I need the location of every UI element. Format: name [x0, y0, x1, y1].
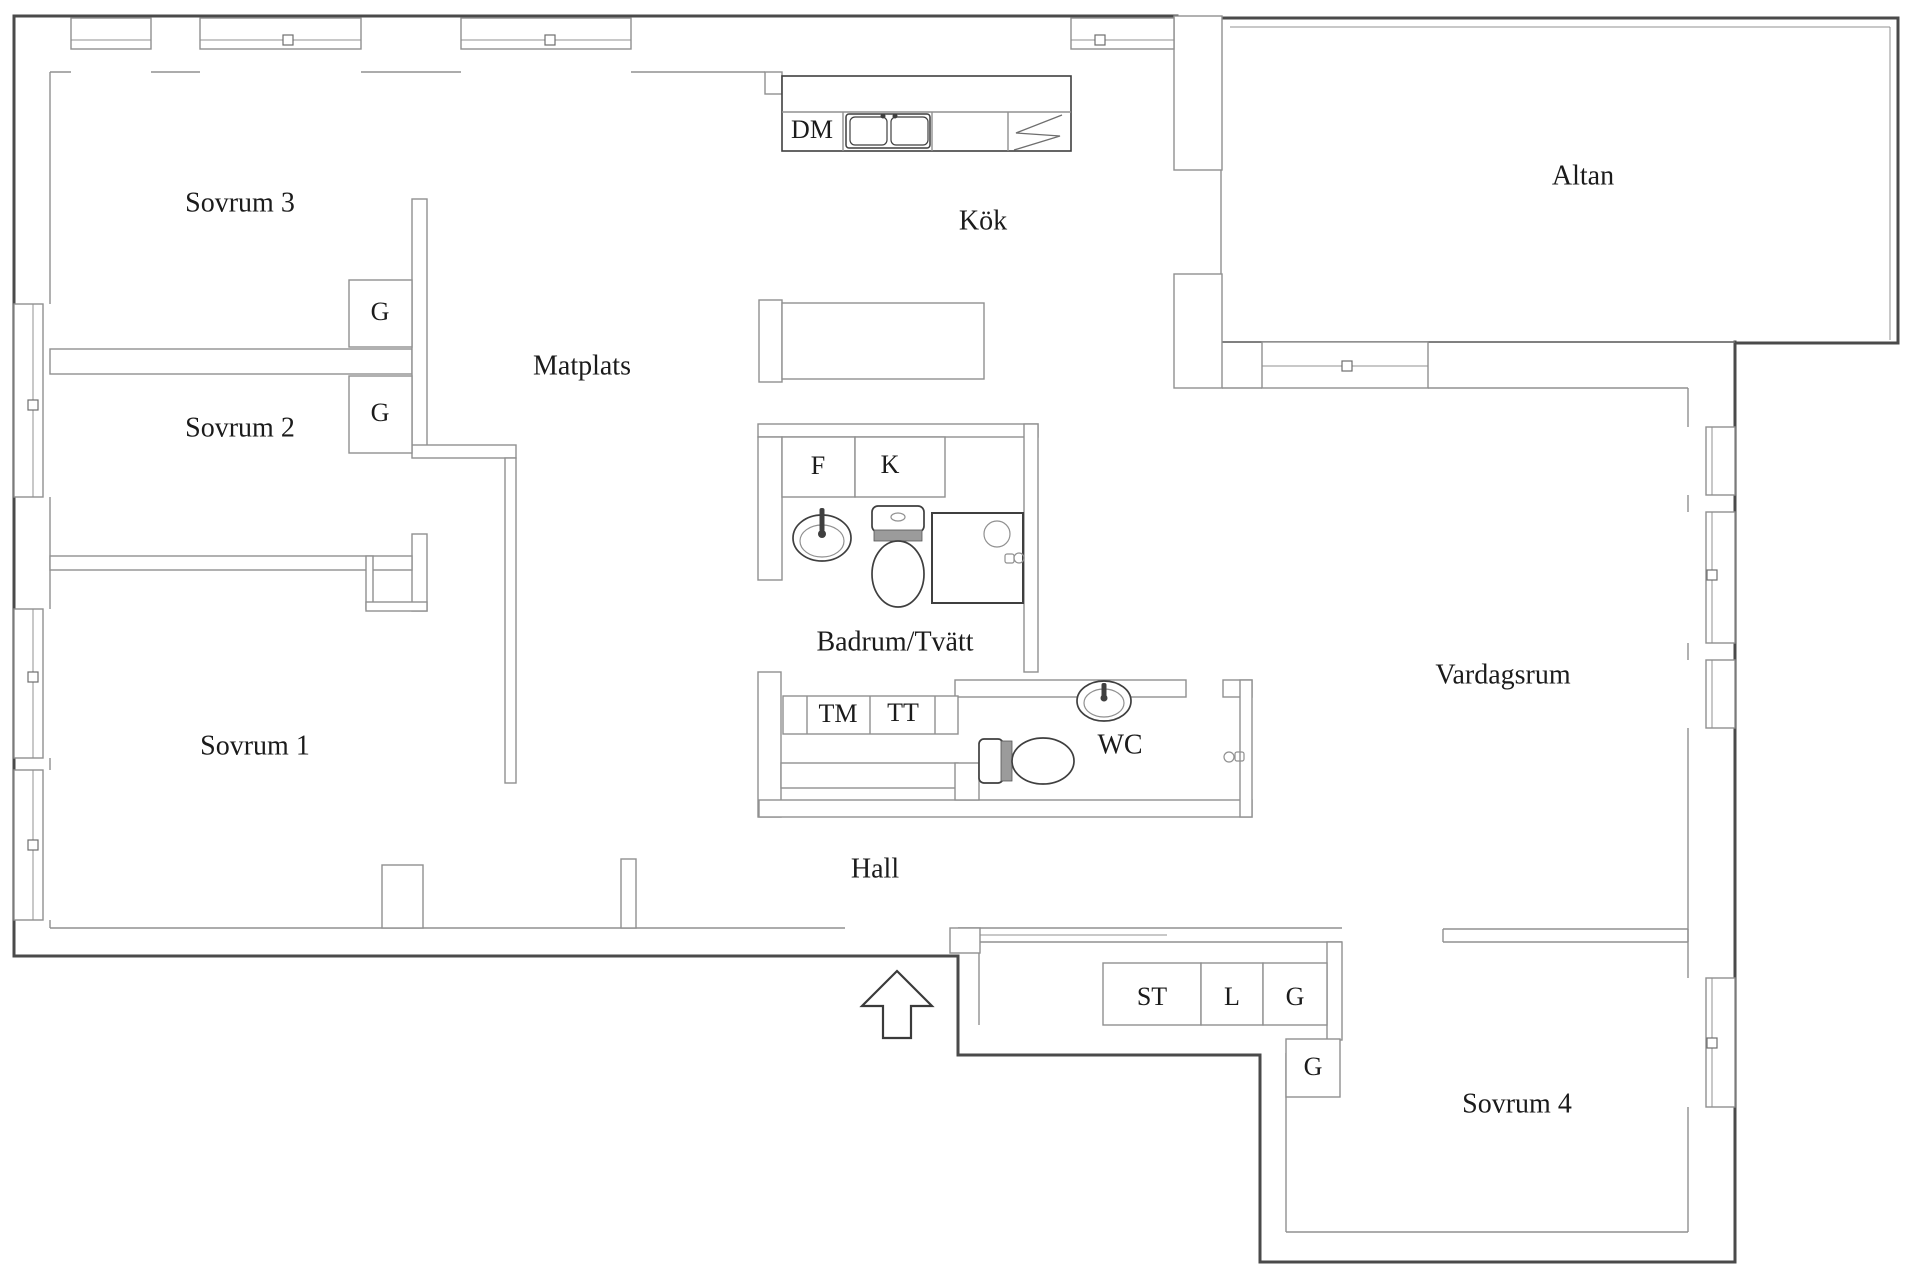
room-label-sovrum4: Sovrum 4: [1462, 1088, 1572, 1119]
room-label-badrum: Badrum/Tvätt: [816, 626, 973, 657]
kitchen-wall-notch: [764, 71, 783, 95]
wardrobe-sovrum4: [1285, 1038, 1341, 1098]
badrum-west-wall-lower: [757, 671, 782, 818]
window-right-2: [1705, 511, 1736, 644]
sovrum1-niche-stub: [365, 555, 374, 610]
sovrum23-matplats-wall-lower: [411, 533, 428, 612]
label-dryer: TT: [887, 698, 919, 727]
partition-walls: [49, 15, 1343, 1041]
label-freezer: F: [811, 451, 825, 480]
kitchen-fixtures: [758, 75, 1072, 383]
kitchen-sink-icon: [845, 113, 931, 149]
room-label-kok: Kök: [959, 205, 1007, 236]
wc-west-wall: [954, 762, 980, 801]
sovrum1-east-wall: [504, 457, 517, 784]
room-label-sovrum1: Sovrum 1: [200, 730, 310, 761]
closet-st: [1102, 962, 1202, 1026]
window-top-3: [460, 17, 632, 50]
hall-closet-east-wall: [1326, 941, 1343, 1041]
room-label-wc: WC: [1097, 729, 1142, 760]
sovrum23-matplats-wall-upper: [411, 198, 428, 454]
window-right-1: [1705, 426, 1736, 496]
wc-south-wall: [758, 799, 1253, 818]
wc-fixtures: [978, 680, 1245, 785]
label-closet-g3: G: [1286, 982, 1305, 1011]
freezer-cabinet: [781, 436, 856, 498]
entrance-arrow-icon: [859, 969, 935, 1040]
toilet-icon: [871, 505, 925, 608]
badrum-north-wall: [757, 423, 1039, 438]
window-left-3: [13, 769, 44, 921]
laundry-south-wall: [780, 762, 959, 789]
shower-icon: [931, 512, 1025, 604]
room-label-sovrum3: Sovrum 3: [185, 187, 295, 218]
window-left-1: [13, 303, 44, 498]
badrum-east-wall: [1023, 423, 1039, 673]
closet-l: [1200, 962, 1264, 1026]
altan-outer-wall: [1220, 16, 1900, 345]
window-top-4: [1070, 17, 1175, 50]
label-washer: TM: [819, 699, 858, 728]
kitchen-altan-wall-upper: [1173, 15, 1223, 171]
entrance-side-wall: [949, 927, 981, 954]
stove-icon: [1013, 114, 1063, 151]
sovrum1-niche-top-wall: [411, 444, 517, 459]
label-closet-l: L: [1224, 982, 1240, 1011]
room-label-altan: Altan: [1552, 160, 1614, 191]
kitchen-altan-wall-lower: [1173, 273, 1223, 389]
windows: [13, 17, 1736, 1108]
label-wardrobe-g4: G: [1304, 1052, 1323, 1081]
closets: [348, 279, 1341, 1098]
fridge-cabinet: [854, 436, 946, 498]
wc-washbasin-icon: [1076, 680, 1132, 722]
kitchen-island: [758, 299, 985, 383]
room-label-sovrum2: Sovrum 2: [185, 412, 295, 443]
badrum-west-wall-upper: [757, 436, 783, 581]
sovrum1-niche-bottom-wall: [365, 601, 428, 612]
label-wardrobe-g2: G: [371, 398, 390, 427]
window-top-1: [70, 17, 152, 50]
washbasin-icon: [792, 508, 852, 562]
closet-g-hall: [1262, 962, 1328, 1026]
code-labels: G G DM F K TM TT ST L G G: [371, 115, 1323, 1081]
wc-tap-icon: [1223, 751, 1245, 763]
wardrobe-sovrum3: [348, 279, 413, 348]
laundry-counter: [782, 695, 959, 735]
label-wardrobe-g1: G: [371, 297, 390, 326]
inner-walls: [49, 18, 1891, 1233]
sovrum3-sovrum2-wall: [49, 348, 413, 375]
sovrum1-door-stub: [381, 864, 424, 929]
label-closet-st: ST: [1137, 982, 1167, 1011]
window-altan-wall: [1261, 341, 1429, 389]
window-left-2: [13, 608, 44, 759]
label-fridge: K: [881, 450, 900, 479]
window-right-4: [1705, 977, 1736, 1108]
room-labels: Sovrum 3 Sovrum 2 Sovrum 1 Sovrum 4 Matp…: [185, 160, 1614, 1119]
bathroom-fixtures: [792, 505, 1025, 608]
room-label-vardagsrum: Vardagsrum: [1435, 659, 1571, 690]
window-right-3: [1705, 659, 1736, 729]
hall-wall-stub: [620, 858, 637, 929]
label-dishwasher: DM: [791, 115, 833, 144]
window-top-2: [199, 17, 362, 50]
room-label-hall: Hall: [851, 853, 899, 884]
sovrum2-sovrum1-wall: [49, 555, 413, 571]
room-label-matplats: Matplats: [533, 350, 631, 381]
wc-east-wall: [1239, 679, 1253, 818]
wc-north-wall-left: [954, 679, 1187, 698]
wardrobe-sovrum2: [348, 375, 413, 454]
wc-toilet-icon: [978, 737, 1075, 785]
